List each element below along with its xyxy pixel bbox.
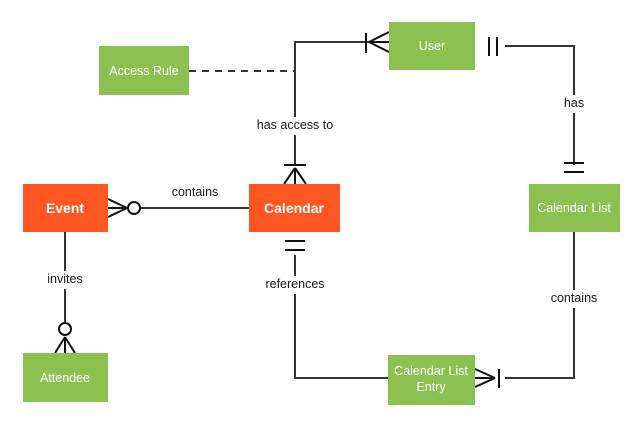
backdrop-has-access-to (248, 117, 343, 135)
marker-exactly-one-user-right (488, 37, 498, 56)
backdrop-has (553, 95, 595, 113)
cardinality-markers-layer (54, 31, 584, 388)
entity-access-rule-label: Access Rule (109, 64, 179, 78)
marker-one-and-many-user-left (365, 31, 390, 53)
entity-calendar-box[interactable] (249, 184, 340, 232)
entity-calendar-list-box[interactable] (529, 184, 620, 232)
edge-has (505, 45, 575, 165)
entity-user-box[interactable] (389, 22, 475, 70)
entity-calendar-list-entry[interactable]: Calendar List Entry (388, 355, 475, 405)
entity-event-label: Event (46, 200, 84, 216)
marker-one-and-many-entry-right (474, 368, 500, 388)
label-backdrops-layer (38, 95, 611, 308)
marker-exactly-one-calendar-bottom (285, 240, 305, 251)
entity-attendee-box[interactable] (23, 353, 108, 402)
entity-calendar-list-entry-box[interactable] (388, 355, 475, 405)
entity-event-box[interactable] (23, 184, 108, 232)
relationship-label-invites-top: invites (47, 272, 82, 286)
entity-calendar-list-entry-label-line1: Calendar List (394, 364, 468, 378)
marker-zero-or-many-event-right (107, 198, 141, 218)
backdrop-contains-calendar (160, 184, 232, 202)
backdrop-invites (38, 271, 94, 289)
marker-one-and-many-calendar-top (283, 164, 307, 185)
entity-calendar-list-entry-label-line2: Entry (416, 380, 446, 394)
entity-attendee-label: Attendee (40, 371, 90, 385)
entity-calendar-list-label: Calendar List (537, 201, 611, 215)
relationship-label-contains-calendar-top: contains (172, 185, 219, 199)
edge-references (294, 255, 388, 379)
entity-calendar[interactable]: Calendar (249, 184, 340, 232)
entity-user[interactable]: User (389, 22, 475, 70)
edge-has-access-to (294, 41, 389, 165)
entity-calendar-list[interactable]: Calendar List (529, 184, 620, 232)
marker-exactly-one-calendar-list-top (564, 162, 584, 173)
relationship-label-has-top: has (564, 96, 584, 110)
backdrop-contains-entry (539, 290, 611, 308)
entity-event[interactable]: Event (23, 184, 108, 232)
entity-access-rule-box[interactable] (99, 46, 189, 95)
entity-user-label: User (419, 39, 445, 53)
entity-calendar-label: Calendar (264, 200, 324, 216)
edge-contains-entry (505, 232, 575, 379)
marker-zero-or-many-attendee-top (54, 322, 76, 354)
entity-access-rule[interactable]: Access Rule (99, 46, 189, 95)
relationship-label-has-access-to-top: has access to (257, 118, 333, 132)
backdrop-references (252, 276, 339, 294)
entities-layer: Access Rule User Event Calendar Calendar… (23, 22, 620, 405)
entity-attendee[interactable]: Attendee (23, 353, 108, 402)
relationship-label-contains-entry-top: contains (551, 291, 598, 305)
relationship-labels-top-layer: has access to contains invites has refer… (47, 96, 597, 305)
relationship-label-references-top: references (265, 277, 324, 291)
